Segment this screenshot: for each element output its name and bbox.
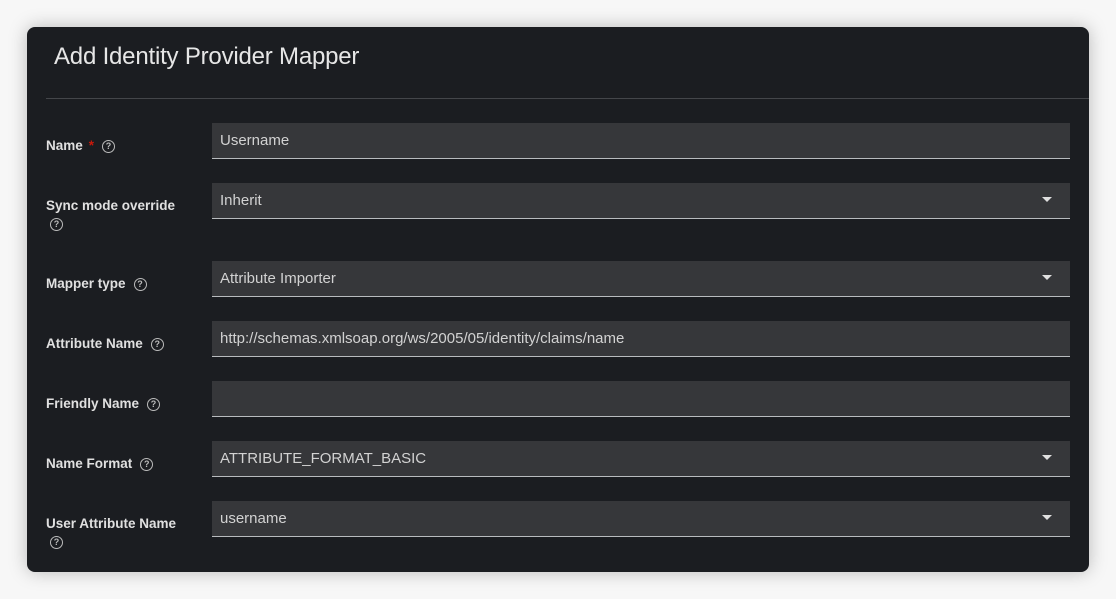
form-row-friendly-name: Friendly Name? — [46, 381, 1070, 417]
name-label: Name — [46, 138, 83, 153]
help-icon[interactable]: ? — [150, 337, 164, 351]
sync-mode-select[interactable]: Inherit — [212, 183, 1070, 219]
dialog-title: Add Identity Provider Mapper — [54, 43, 360, 70]
form-row-mapper-type: Mapper type? Attribute Importer — [46, 261, 1070, 297]
mapper-type-select[interactable]: Attribute Importer — [212, 261, 1070, 297]
help-icon[interactable]: ? — [50, 218, 63, 231]
form-row-sync-mode: Sync mode override? Inherit — [46, 183, 1070, 231]
divider — [46, 98, 1089, 99]
attribute-name-label: Attribute Name — [46, 336, 143, 351]
name-format-select[interactable]: ATTRIBUTE_FORMAT_BASIC — [212, 441, 1070, 477]
form-row-attribute-name: Attribute Name? http://schemas.xmlsoap.o… — [46, 321, 1070, 357]
user-attribute-name-label: User Attribute Name — [46, 516, 177, 531]
help-icon[interactable]: ? — [50, 536, 63, 549]
caret-down-icon — [1042, 455, 1052, 460]
caret-down-icon — [1042, 275, 1052, 280]
user-attribute-name-select[interactable]: username — [212, 501, 1070, 537]
friendly-name-label: Friendly Name — [46, 396, 140, 411]
help-icon[interactable]: ? — [140, 457, 154, 471]
name-format-label: Name Format — [46, 456, 133, 471]
sync-mode-label: Sync mode override — [46, 198, 176, 213]
form-row-name-format: Name Format? ATTRIBUTE_FORMAT_BASIC — [46, 441, 1070, 477]
form-row-user-attribute-name: User Attribute Name? username — [46, 501, 1070, 549]
attribute-name-input[interactable]: http://schemas.xmlsoap.org/ws/2005/05/id… — [212, 321, 1070, 357]
help-icon[interactable]: ? — [147, 397, 161, 411]
name-input[interactable]: Username — [212, 123, 1070, 159]
help-icon[interactable]: ? — [102, 139, 116, 153]
mapper-type-label: Mapper type — [46, 276, 126, 291]
form-row-name: Name *? Username — [46, 123, 1070, 159]
caret-down-icon — [1042, 197, 1052, 202]
required-indicator: * — [88, 138, 95, 153]
add-mapper-dialog: Add Identity Provider Mapper Name *? User… — [27, 27, 1089, 572]
caret-down-icon — [1042, 515, 1052, 520]
help-icon[interactable]: ? — [133, 277, 147, 291]
friendly-name-input[interactable] — [212, 381, 1070, 417]
